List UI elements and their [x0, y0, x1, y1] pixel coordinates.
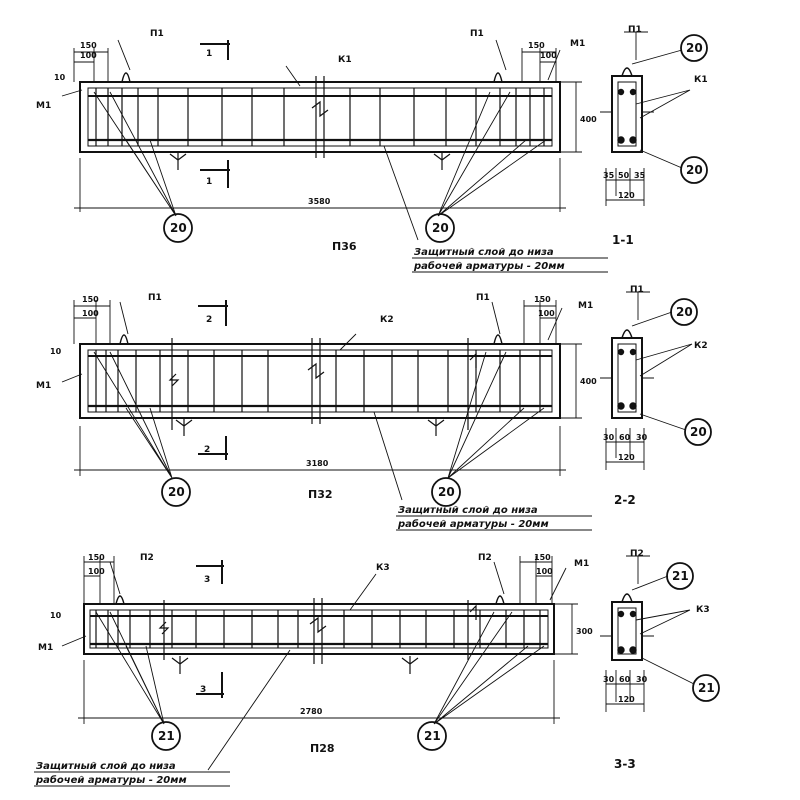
dim-length: 2780: [300, 707, 323, 716]
dim-end-b: 100: [538, 309, 555, 318]
dim-end-a: 150: [80, 41, 97, 50]
section-callout: 21: [698, 681, 715, 695]
sec-dim-mid: 50: [618, 171, 630, 180]
plate-label: М1: [574, 559, 589, 569]
sec-dim-left: 30: [603, 433, 615, 442]
section-cut-label: 2: [206, 315, 212, 325]
dim-end-b: 100: [82, 309, 99, 318]
section-callout: 20: [686, 163, 703, 177]
frame-label: К1: [338, 55, 352, 65]
section-frame-label: К3: [696, 605, 710, 615]
section-frame-label: К2: [694, 341, 708, 351]
section-title: 2-2: [614, 493, 636, 507]
section-cut-label: 3: [200, 685, 206, 695]
frame-label: К3: [376, 563, 390, 573]
rebar-callout: 21: [158, 729, 175, 743]
dim-length: 3580: [308, 197, 331, 206]
loop-label: П1: [470, 29, 484, 39]
section-callout: 20: [690, 425, 707, 439]
section-callout: 21: [672, 569, 689, 583]
loop-label: П2: [478, 553, 492, 563]
section-3-3: [600, 555, 720, 712]
dim-height: 400: [580, 115, 597, 124]
note-line-1: Защитный слой до низа: [36, 761, 176, 772]
sec-dim-left: 35: [603, 171, 615, 180]
plate-label: М1: [38, 643, 53, 653]
sec-dim-width: 120: [618, 695, 635, 704]
dim-edge: 10: [50, 347, 62, 356]
rebar-callout: 20: [170, 221, 187, 235]
sec-dim-mid: 60: [619, 675, 631, 684]
dim-length: 3180: [306, 459, 329, 468]
section-cut-label: 3: [204, 575, 210, 585]
note-line-2: рабочей арматуры - 20мм: [35, 774, 187, 786]
dim-end-a: 150: [534, 553, 551, 562]
loop-label: П1: [476, 293, 490, 303]
dim-end-b: 100: [536, 567, 553, 576]
sec-dim-width: 120: [618, 191, 635, 200]
section-cut-label: 1: [206, 49, 212, 59]
dim-end-a: 150: [534, 295, 551, 304]
section-1-1: [600, 31, 708, 206]
plate-label: М1: [570, 39, 585, 49]
dim-end-b: 100: [540, 51, 557, 60]
dim-height: 300: [576, 627, 593, 636]
section-frame-label: К1: [694, 75, 708, 85]
section-loop-label: П1: [628, 25, 642, 35]
section-callout: 20: [686, 41, 703, 55]
section-2-2: [600, 291, 712, 470]
section-title: 1-1: [612, 233, 634, 247]
section-callout: 20: [676, 305, 693, 319]
loop-label: П1: [148, 293, 162, 303]
sec-dim-right: 30: [636, 433, 648, 442]
dim-end-b: 100: [80, 51, 97, 60]
rebar-callout: 20: [438, 485, 455, 499]
dim-height: 400: [580, 377, 597, 386]
beam-mark: П28: [310, 742, 335, 755]
plate-label: М1: [36, 101, 51, 111]
note-line-1: Защитный слой до низа: [398, 505, 538, 516]
frame-label: К2: [380, 315, 394, 325]
dim-end-a: 150: [88, 553, 105, 562]
rebar-callout: 20: [168, 485, 185, 499]
loop-label: П2: [140, 553, 154, 563]
dim-end-a: 150: [528, 41, 545, 50]
sec-dim-right: 30: [636, 675, 648, 684]
rebar-callout: 20: [432, 221, 449, 235]
note-line-1: Защитный слой до низа: [414, 247, 554, 258]
note-line-2: рабочей арматуры - 20мм: [413, 260, 565, 272]
beam-mark: П36: [332, 240, 357, 253]
sec-dim-mid: 60: [619, 433, 631, 442]
plate-label: М1: [36, 381, 51, 391]
section-loop-label: П1: [630, 285, 644, 295]
beam-2-elevation: [61, 300, 592, 531]
sec-dim-left: 30: [603, 675, 615, 684]
dim-end-b: 100: [88, 567, 105, 576]
loop-label: П1: [150, 29, 164, 39]
section-title: 3-3: [614, 757, 636, 771]
sec-dim-width: 120: [618, 453, 635, 462]
rebar-callout: 21: [424, 729, 441, 743]
plate-label: М1: [578, 301, 593, 311]
beam-3-elevation: [34, 556, 578, 787]
beam-mark: П32: [308, 488, 333, 501]
sec-dim-right: 35: [634, 171, 646, 180]
dim-edge: 10: [54, 73, 66, 82]
beam-1-elevation: [61, 39, 608, 273]
section-loop-label: П2: [630, 549, 644, 559]
section-cut-label: 1: [206, 177, 212, 187]
note-line-2: рабочей арматуры - 20мм: [397, 518, 549, 530]
dim-edge: 10: [50, 611, 62, 620]
dim-end-a: 150: [82, 295, 99, 304]
section-cut-label: 2: [204, 445, 210, 455]
